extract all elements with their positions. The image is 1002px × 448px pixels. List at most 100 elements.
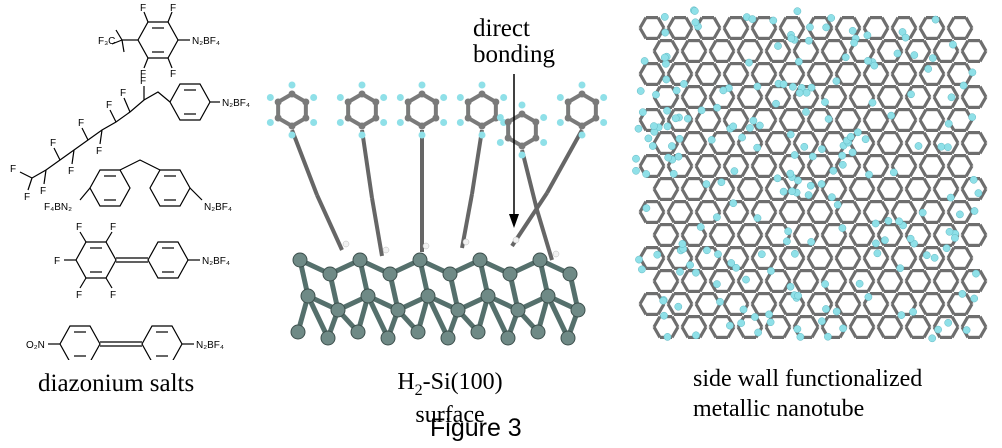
si-atom bbox=[330, 302, 346, 318]
fluorine-atom bbox=[928, 54, 937, 62]
fluorine-atom bbox=[942, 244, 951, 253]
nanotube-bond bbox=[726, 326, 736, 339]
fluorine-atom bbox=[951, 234, 959, 242]
nanotube-bond bbox=[824, 73, 834, 86]
nanotube-bond bbox=[796, 73, 806, 86]
nanotube-bond bbox=[740, 154, 750, 167]
m5-left-label: O₂N bbox=[26, 340, 45, 351]
nanotube-bond bbox=[806, 108, 816, 121]
nanotube-bond bbox=[666, 211, 676, 224]
nanotube-bond bbox=[792, 269, 802, 282]
phenyl-linker bbox=[545, 129, 584, 194]
nanotube-bond bbox=[918, 303, 928, 316]
nanotube-bond bbox=[862, 119, 872, 132]
fluorine-atom bbox=[850, 38, 858, 47]
fluorine-atom bbox=[818, 145, 826, 153]
nanotube-bond bbox=[876, 223, 886, 236]
si-atom bbox=[420, 288, 436, 304]
nanotube-bond bbox=[778, 292, 788, 305]
nanotube-bond bbox=[722, 62, 732, 75]
nanotube-bond bbox=[736, 269, 746, 282]
nanotube-bond bbox=[638, 119, 648, 132]
nanotube-bond bbox=[666, 246, 676, 259]
carbon-atom bbox=[564, 98, 572, 106]
nanotube-bond bbox=[656, 246, 666, 259]
nanotube-bond bbox=[834, 108, 844, 121]
nanotube-bond bbox=[820, 188, 830, 201]
nanotube-bond bbox=[936, 303, 946, 316]
nanotube-bond bbox=[736, 280, 746, 293]
nanotube-bond bbox=[726, 96, 736, 109]
nanotube-bond bbox=[778, 165, 788, 178]
fluorine-atom bbox=[937, 142, 946, 151]
nanotube-bond bbox=[782, 85, 792, 98]
fluorine-atom bbox=[697, 106, 706, 115]
phenyl-linker bbox=[315, 194, 344, 251]
nanotube-bond bbox=[824, 211, 834, 224]
nanotube-bond bbox=[978, 39, 988, 52]
fluorine-atom bbox=[675, 134, 684, 143]
fluorine-atom bbox=[838, 224, 847, 232]
nanotube-bond bbox=[876, 85, 886, 98]
nanotube-bond bbox=[708, 85, 718, 98]
nanotube-bond bbox=[778, 303, 788, 316]
nanotube-bond bbox=[708, 223, 718, 236]
nanotube-bond bbox=[862, 257, 872, 270]
nanotube-bond bbox=[978, 50, 988, 63]
fluorine-atom bbox=[848, 26, 857, 35]
nanotube-bond bbox=[754, 223, 764, 236]
fluorine-atom bbox=[786, 130, 795, 139]
si-atom bbox=[480, 288, 496, 304]
nanotube-bond bbox=[978, 326, 988, 339]
m1-left-label: F₃C bbox=[98, 36, 115, 47]
nanotube-bond bbox=[750, 16, 760, 29]
nanotube-bond bbox=[712, 108, 722, 121]
m2-f-label: F bbox=[68, 166, 74, 177]
nanotube-bond bbox=[936, 119, 946, 132]
nanotube-bond bbox=[726, 131, 736, 144]
fluorine-atom bbox=[642, 170, 651, 178]
nanotube-bond bbox=[848, 280, 858, 293]
nanotube-bond bbox=[680, 280, 690, 293]
nanotube-bond bbox=[880, 211, 890, 224]
nanotube-bond bbox=[656, 257, 666, 270]
fluorine-atom bbox=[786, 282, 795, 291]
nanotube-bond bbox=[824, 200, 834, 213]
nanotube-atoms bbox=[632, 6, 983, 343]
fluorine-atom bbox=[703, 246, 711, 255]
m2-f-label: F bbox=[40, 186, 46, 197]
nanotube-label: side wall functionalized metallic nanotu… bbox=[693, 364, 922, 424]
nanotube-bond bbox=[768, 246, 778, 259]
nanotube-bond bbox=[708, 142, 718, 155]
nanotube-bond bbox=[722, 211, 732, 224]
nanotube-bond bbox=[922, 315, 932, 328]
carbon-atom bbox=[518, 142, 526, 150]
fluorine-atom bbox=[889, 168, 898, 177]
nanotube-bond bbox=[754, 131, 764, 144]
nanotube-bond bbox=[908, 73, 918, 86]
fluorine-atom bbox=[841, 53, 850, 62]
fluorine-atom bbox=[753, 82, 762, 91]
fluorine-atom bbox=[669, 169, 678, 178]
fluorine-atom bbox=[753, 214, 762, 222]
nanotube-bond bbox=[820, 234, 830, 247]
fluorine-atom bbox=[659, 296, 668, 305]
nanotube-bond bbox=[890, 62, 900, 75]
nanotube-bond bbox=[792, 131, 802, 144]
nanotube-bond bbox=[680, 188, 690, 201]
nanotube-bond bbox=[764, 50, 774, 63]
fluorine-atom bbox=[774, 42, 782, 50]
nanotube-bond bbox=[736, 234, 746, 247]
carbon-atom bbox=[504, 134, 512, 142]
phenyl-linker bbox=[470, 129, 484, 195]
nanotube-bond bbox=[880, 119, 890, 132]
fluorine-atom bbox=[822, 23, 831, 32]
m4-f-label: F bbox=[110, 222, 116, 233]
carbon-atom bbox=[478, 90, 486, 98]
si-atom bbox=[380, 330, 396, 346]
nanotube-bond bbox=[698, 280, 708, 293]
nanotube-bond bbox=[726, 188, 736, 201]
nanotube-bond bbox=[722, 257, 732, 270]
si-surface-label: H2-Si(100) surface bbox=[390, 370, 510, 427]
fluorine-atom bbox=[864, 57, 872, 65]
